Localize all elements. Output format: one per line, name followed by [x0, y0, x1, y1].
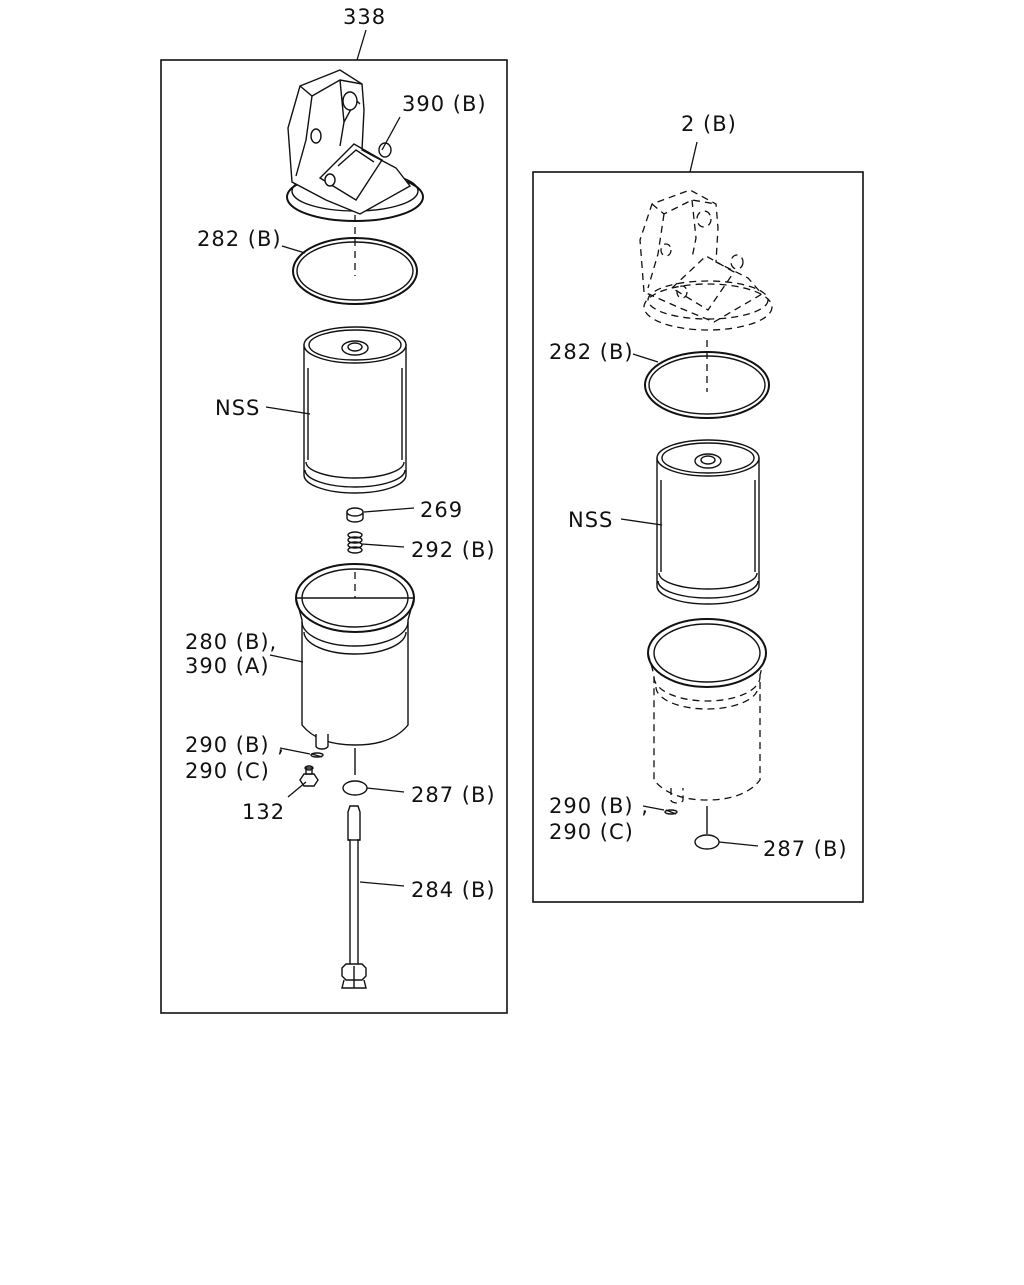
- leader-element: [265, 406, 311, 415]
- callout-bowl-line1: 280 (B),: [185, 630, 277, 654]
- callout-o-ring: 282 (B): [197, 227, 282, 251]
- leader-drain: [279, 747, 311, 755]
- leader-o-ring: [281, 245, 306, 254]
- filter-element: [303, 326, 407, 494]
- filter-head-bracket: [286, 69, 424, 222]
- filter-head-outline: [639, 189, 773, 331]
- drain-pin: [310, 752, 324, 758]
- drain-plug: [299, 765, 319, 787]
- callout-bolt: 284 (B): [411, 878, 496, 902]
- assembly-2b-frame: [532, 171, 864, 903]
- leader-bowl: [269, 654, 304, 663]
- callout-drain-line2: 290 (C): [185, 759, 270, 783]
- callout-spring: 292 (B): [411, 538, 496, 562]
- filter-bowl: [295, 563, 415, 750]
- assembly-338: 338: [160, 5, 508, 1014]
- callout-drain-line1: 290 (B) ,: [185, 733, 285, 757]
- leader-plug: [287, 781, 307, 798]
- gasket: [342, 780, 368, 796]
- assembly-2b: 2 (B): [532, 112, 864, 903]
- callout-gasket: 287 (B): [411, 783, 496, 807]
- callout-bowl-line2: 390 (A): [185, 654, 270, 678]
- assembly-2b-label: 2 (B): [681, 112, 737, 136]
- drain-pin: [664, 809, 678, 815]
- callout-element: NSS: [215, 396, 260, 420]
- callout-element: NSS: [568, 508, 613, 532]
- center-bolt: [341, 805, 367, 989]
- leader-head-bracket: [381, 116, 401, 151]
- filter-element: [656, 439, 760, 605]
- assembly-2b-leader: [689, 141, 698, 173]
- o-ring: [292, 237, 418, 305]
- callout-plug: 132: [242, 800, 285, 824]
- leader-element: [620, 518, 663, 526]
- leader-gasket: [718, 841, 759, 847]
- callout-drain-line2: 290 (C): [549, 820, 634, 844]
- leader-washer: [363, 507, 415, 513]
- leader-o-ring: [632, 353, 659, 363]
- assembly-338-leader: [356, 29, 367, 61]
- o-ring: [644, 351, 770, 419]
- callout-gasket: 287 (B): [763, 837, 848, 861]
- assembly-338-label: 338: [343, 5, 386, 29]
- filter-bowl-outline: [647, 618, 767, 804]
- leader-spring: [361, 543, 405, 548]
- callout-washer: 269: [420, 498, 463, 522]
- assembly-338-frame: [160, 59, 508, 1014]
- leader-gasket: [366, 787, 405, 793]
- leader-drain: [642, 805, 665, 811]
- leader-bolt: [359, 881, 405, 887]
- callout-head-bracket: 390 (B): [402, 92, 487, 116]
- callout-drain-line1: 290 (B) ,: [549, 794, 649, 818]
- callout-o-ring: 282 (B): [549, 340, 634, 364]
- spring: [347, 531, 363, 554]
- gasket: [694, 834, 720, 850]
- washer: [346, 507, 364, 523]
